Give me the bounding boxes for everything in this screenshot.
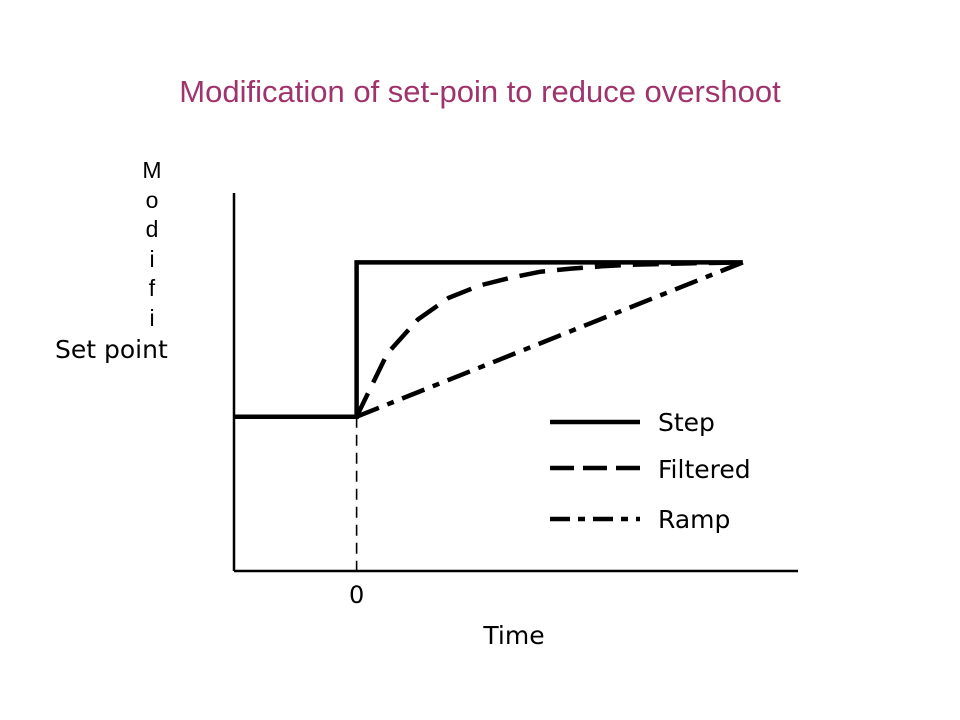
legend: Step Filtered Ramp [550,408,751,534]
vertical-char: i [149,245,155,272]
x-axis-label: Time [482,621,544,650]
series-line-ramp [355,260,744,419]
vertical-char: f [148,275,156,301]
series-line-filtered [354,260,743,418]
vertical-char: o [145,186,159,213]
vertical-char: M [142,157,162,183]
legend-label-ramp: Ramp [658,505,730,534]
vertical-text: M o d i f i [138,156,166,333]
series-line-step [234,260,743,419]
vertical-char: i [149,304,155,331]
x-tick-label: 0 [349,581,364,609]
slide-title: Modification of set-poin to reduce overs… [179,74,781,109]
vertical-char: d [145,216,159,242]
y-axis-label: Set point [55,335,168,364]
legend-label-step: Step [658,408,715,437]
legend-label-filtered: Filtered [658,455,751,484]
